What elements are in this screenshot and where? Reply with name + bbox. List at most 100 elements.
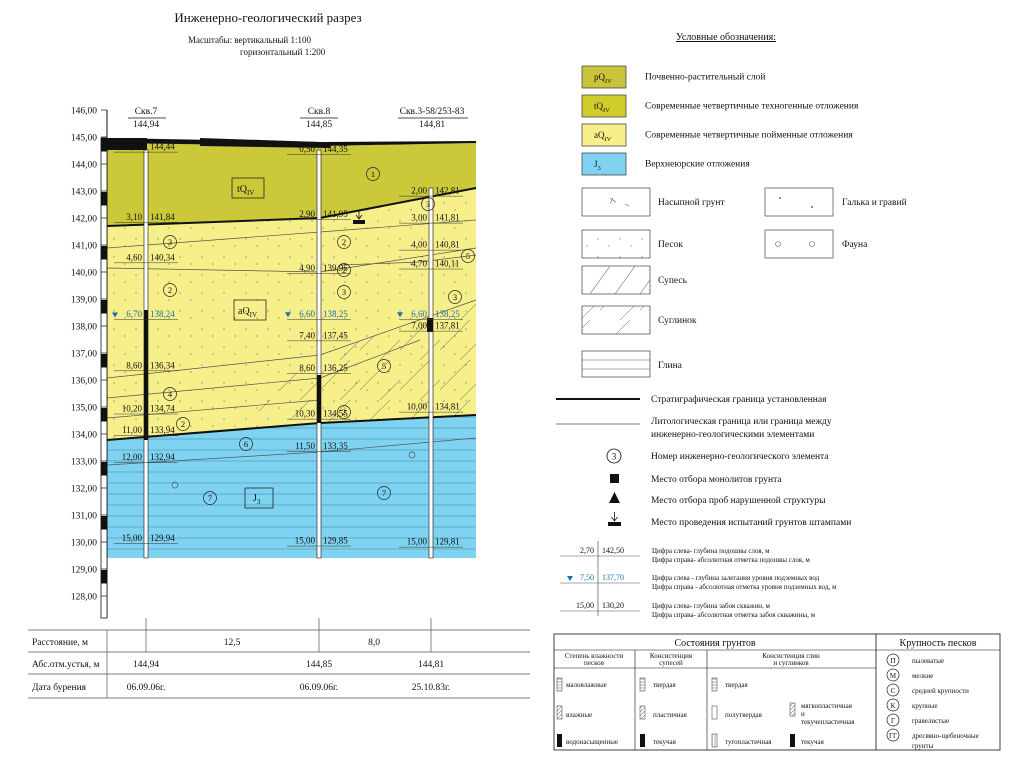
abs-elev-label: 134,81 bbox=[435, 402, 460, 412]
strat-text: Современные четвертичные пойменные отлож… bbox=[645, 130, 853, 141]
borehole-3-name: Скв.3-58/253-83 bbox=[400, 107, 465, 117]
swatch-fauna bbox=[764, 229, 834, 259]
sand-size-title: Крупность песков bbox=[900, 638, 977, 649]
layer-labels: tQIV aQIV J3 bbox=[231, 177, 274, 509]
ex2-text2: Цифра справа - абсолютная отметка уровня… bbox=[652, 583, 837, 591]
ige-number: 4 bbox=[168, 389, 173, 399]
strat-code: J3 bbox=[594, 159, 601, 172]
sand-size-symbol: П bbox=[890, 657, 895, 665]
date-2: 06.09.06г. bbox=[300, 683, 338, 693]
sand-size-symbol-icon bbox=[886, 653, 900, 667]
scale-horizontal: горизонтальный 1:200 bbox=[240, 47, 326, 57]
ex1-left: 2,70 bbox=[580, 546, 594, 555]
depth-label: 6,60 bbox=[299, 309, 315, 319]
sand-size-text: мелкие bbox=[912, 672, 933, 680]
axis-tick-label: 133,00 bbox=[71, 458, 97, 468]
label-aq: aQIV bbox=[238, 306, 257, 319]
clay-soft-and: и bbox=[801, 710, 805, 718]
ige-number: 2 bbox=[181, 419, 185, 429]
ige-circle-icon bbox=[461, 249, 475, 263]
ige-number: 3 bbox=[453, 292, 457, 302]
sand-size-symbol-icon bbox=[886, 698, 900, 712]
abs-elev-label: 141,95 bbox=[323, 209, 348, 219]
strat-swatch bbox=[581, 65, 627, 89]
clay-fluid: текучая bbox=[801, 738, 825, 746]
abs-elev-label: 136,25 bbox=[323, 363, 348, 373]
borehole-8-elev: 144,85 bbox=[306, 120, 332, 130]
borehole-3-elev: 144,81 bbox=[419, 120, 445, 130]
ige-circle-icon bbox=[337, 263, 351, 277]
swatch-sandy-loam bbox=[581, 265, 651, 295]
disturbed-sample-icon bbox=[609, 492, 620, 503]
abs-elev-label: 142,81 bbox=[435, 186, 460, 196]
states-h3: Консистенция глин bbox=[762, 652, 820, 660]
water-level-icon bbox=[567, 576, 573, 581]
abs-elev-label: 141,84 bbox=[150, 212, 175, 222]
axis-tick-label: 145,00 bbox=[71, 134, 97, 144]
abs-elev-label: 137,45 bbox=[323, 330, 348, 340]
ige-number: 2 bbox=[168, 285, 172, 295]
water-level-icon bbox=[397, 312, 403, 318]
sandy-fluid: текучая bbox=[653, 738, 677, 746]
legend-strat-boundary: Стратиграфическая граница установленная bbox=[651, 394, 827, 405]
monolith-icon bbox=[610, 474, 619, 483]
sand-size-symbol-icon bbox=[886, 668, 900, 682]
date-1: 06.09.06г. bbox=[127, 683, 165, 693]
strat-swatch bbox=[581, 123, 627, 147]
sandy-plastic: пластичная bbox=[653, 711, 688, 719]
ige-number: 3 bbox=[168, 237, 172, 247]
clay-solid: твердая bbox=[725, 681, 749, 689]
ex1-text2: Цифра справа- абсолютная отметка подошвы… bbox=[652, 556, 810, 564]
label-tq: tQIV bbox=[237, 184, 254, 197]
clay-stiff: тугопластичная bbox=[725, 738, 772, 746]
axis-tick-label: 141,00 bbox=[71, 242, 97, 252]
legend-gravel: Галька и гравий bbox=[842, 197, 907, 208]
abs-elev-label: 133,94 bbox=[150, 425, 175, 435]
moist-mid: влажные bbox=[566, 711, 592, 719]
legend-fill-soil: Насыпной грунт bbox=[658, 197, 725, 208]
borehole-7-elev: 144,94 bbox=[133, 120, 159, 130]
depth-label: 6,60 bbox=[411, 309, 427, 319]
axis-tick-label: 136,00 bbox=[71, 377, 97, 387]
depth-label: 15,00 bbox=[295, 536, 316, 546]
legend-disturbed: Место отбора проб нарушенной структуры bbox=[651, 495, 826, 506]
depth-label: 3,10 bbox=[126, 212, 142, 222]
row-date-label: Дата бурения bbox=[32, 682, 87, 693]
abs-elev-label: 138,25 bbox=[323, 309, 348, 319]
strat-text: Современные четвертичные техногенные отл… bbox=[645, 102, 859, 112]
legend-lith-boundary-2: инженерно-геологическими элементами bbox=[651, 430, 814, 440]
sand-size-symbol: С bbox=[891, 687, 896, 695]
ige-circle-icon bbox=[163, 283, 177, 297]
depth-label: 7,00 bbox=[411, 321, 427, 331]
moist-low: маловлажные bbox=[566, 681, 607, 689]
abs-elev-label: 129,85 bbox=[323, 536, 348, 546]
abs-elev-label: 134,55 bbox=[323, 409, 348, 419]
depth-label: 11,50 bbox=[295, 441, 315, 451]
strat-text: Почвенно-растительный слой bbox=[645, 72, 765, 83]
axis-tick-label: 142,00 bbox=[71, 215, 97, 225]
sand-size-symbol: К bbox=[891, 702, 896, 710]
strat-code: tQIV bbox=[594, 101, 610, 114]
moist-sat: водонасыщенные bbox=[566, 738, 618, 746]
ige-number: 2 bbox=[342, 265, 346, 275]
depth-label: 4,70 bbox=[411, 259, 427, 269]
ige-circle-icon bbox=[448, 290, 462, 304]
depth-label: 4,00 bbox=[411, 240, 427, 250]
swatch-sand bbox=[581, 229, 651, 259]
abs-elev-label: 129,81 bbox=[435, 537, 460, 547]
depth-label: 12,00 bbox=[122, 452, 143, 462]
water-level-icon bbox=[112, 312, 118, 318]
abs-elev-label: 138,24 bbox=[150, 309, 175, 319]
states-h2: Консистенция bbox=[650, 652, 693, 660]
ige-number: 3 bbox=[426, 199, 430, 209]
axis-tick-label: 146,00 bbox=[71, 107, 97, 117]
legend-lith-boundary-1: Литологическая граница или граница между bbox=[651, 417, 832, 427]
sand-size-symbol-icon bbox=[886, 728, 900, 742]
sand-size-symbol: Г bbox=[891, 717, 895, 725]
ige-number: 2 bbox=[342, 407, 346, 417]
elev-1: 144,94 bbox=[133, 660, 159, 670]
ige-circle-icon bbox=[239, 437, 253, 451]
states-title: Состояния грунтов bbox=[674, 638, 755, 649]
row-elev-label: Абс.отм.устья, м bbox=[32, 659, 100, 670]
